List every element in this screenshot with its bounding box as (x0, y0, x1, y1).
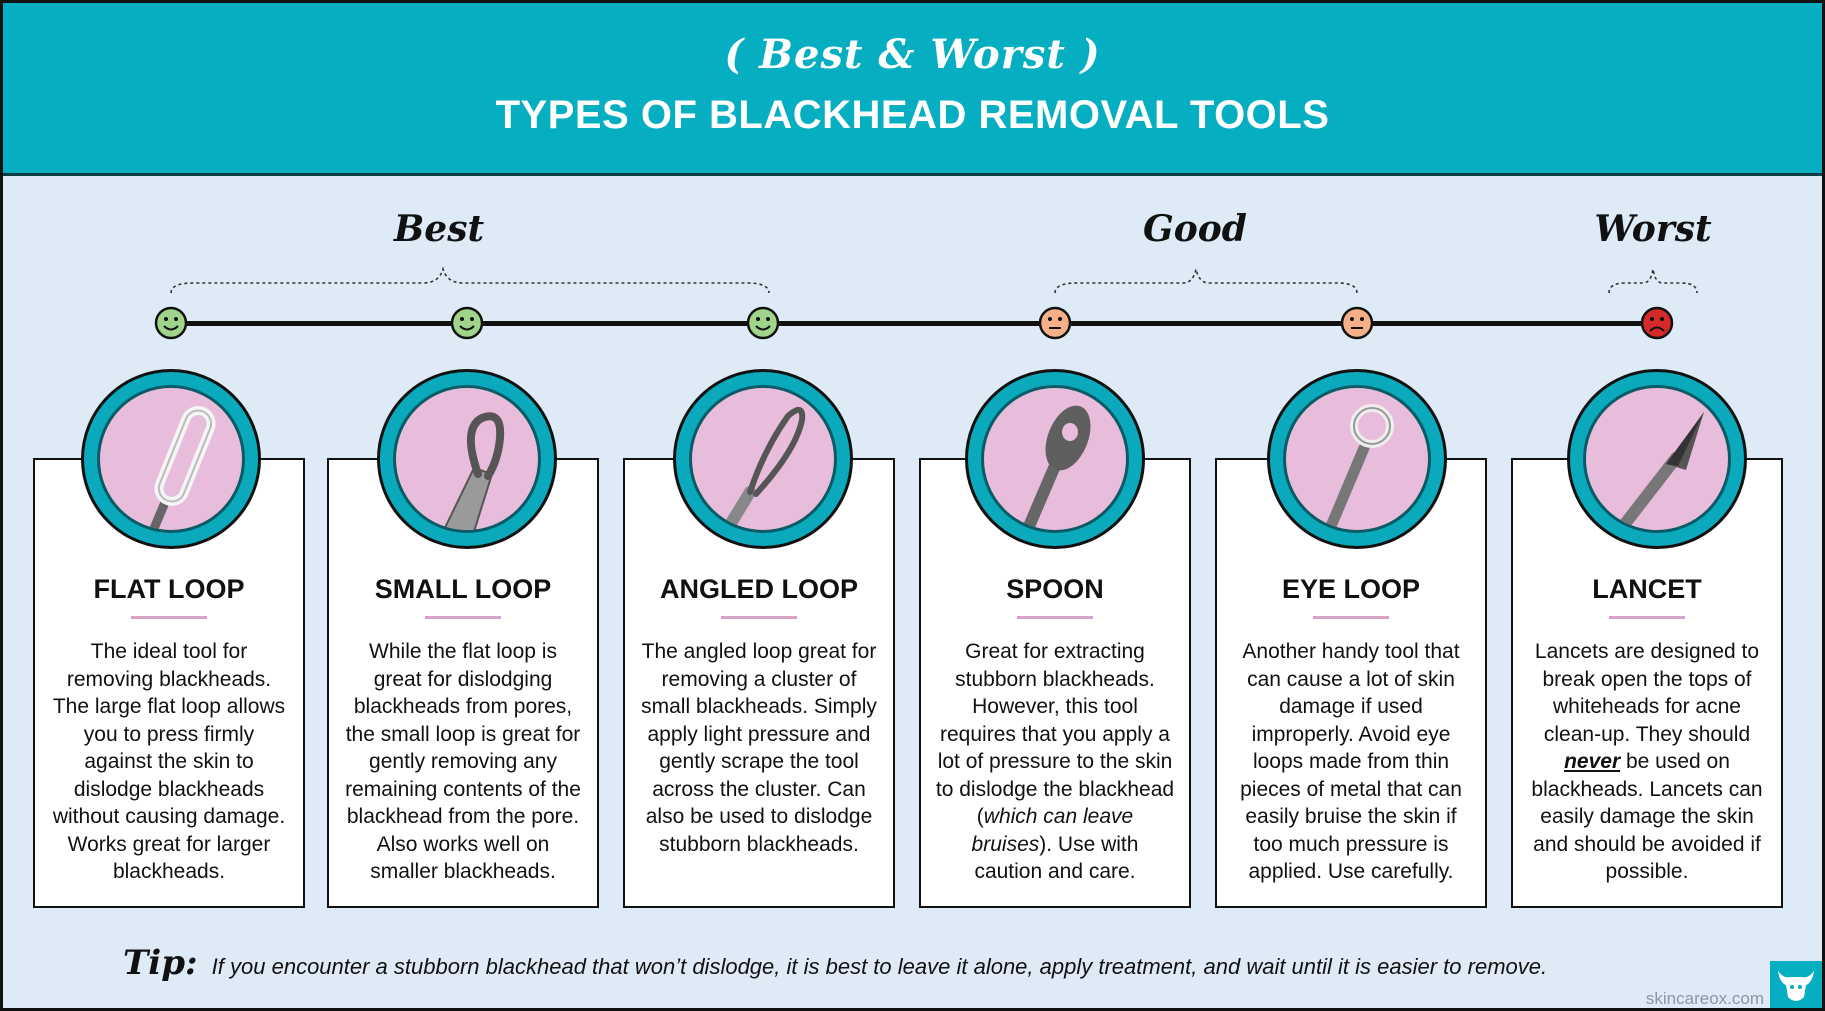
rating-label-best: Best (393, 208, 485, 250)
title-divider (1609, 616, 1685, 619)
tool-image-circle (1567, 369, 1747, 549)
tool-card-small-loop: SMALL LOOP While the flat loop is great … (327, 458, 599, 908)
tip-note: Tip: If you encounter a stubborn blackhe… (123, 943, 1547, 983)
rating-scale-line (171, 321, 1659, 326)
tip-label: Tip: (123, 943, 198, 983)
tool-card-lancet: LANCET Lancets are designed to break ope… (1511, 458, 1783, 908)
brace-good (1054, 268, 1358, 294)
title-divider (425, 616, 501, 619)
tool-description: Lancets are designed to break open the t… (1531, 640, 1763, 883)
tool-image-circle (377, 369, 557, 549)
tool-description: While the flat loop is great for dislodg… (345, 640, 581, 883)
title-divider (131, 616, 207, 619)
tool-title: SPOON (1006, 574, 1104, 604)
tool-description: Another handy tool that can cause a lot … (1240, 640, 1462, 883)
small-loop-tool-icon (442, 412, 505, 530)
header-banner: ( Best & Worst ) TYPES OF BLACKHEAD REMO… (3, 3, 1822, 176)
angled-loop-tool-icon (719, 407, 806, 530)
tool-image-circle (1267, 369, 1447, 549)
sad-face-icon (1640, 306, 1674, 340)
emphasis-text: never (1564, 750, 1621, 773)
header-title: TYPES OF BLACKHEAD REMOVAL TOOLS (495, 93, 1330, 137)
happy-face-icon (450, 306, 484, 340)
tool-title: LANCET (1592, 574, 1702, 604)
emphasis-text: which can leave bruises (971, 805, 1134, 856)
site-credit: skincareox.com (1645, 989, 1764, 1008)
tool-image-circle (965, 369, 1145, 549)
tool-description: The ideal tool for removing blackheads. … (52, 640, 286, 883)
title-divider (1017, 616, 1093, 619)
rating-braces (170, 266, 1698, 294)
tool-description: The angled loop great for removing a clu… (641, 640, 877, 856)
title-divider (721, 616, 797, 619)
happy-face-icon (154, 306, 188, 340)
neutral-face-icon (1340, 306, 1374, 340)
flat-loop-tool-icon (148, 406, 216, 530)
happy-face-icon (746, 306, 780, 340)
tip-text: If you encounter a stubborn blackhead th… (211, 954, 1548, 979)
tool-card-spoon: SPOON Great for extracting stubborn blac… (919, 458, 1191, 908)
tool-title: ANGLED LOOP (659, 574, 858, 604)
neutral-face-icon (1038, 306, 1072, 340)
lancet-tool-icon (1612, 412, 1704, 530)
eye-loop-tool-icon (1323, 404, 1394, 530)
tool-title: SMALL LOOP (374, 574, 552, 604)
brace-best (170, 266, 770, 294)
title-divider (1313, 616, 1389, 619)
spoon-tool-icon (1020, 405, 1091, 530)
rating-label-good: Good (1143, 208, 1247, 250)
tool-image-circle (81, 369, 261, 549)
tool-description: Great for extracting stubborn blackheads… (935, 640, 1175, 883)
bull-logo-icon (1770, 961, 1822, 1008)
header-subtitle: ( Best & Worst ) (724, 31, 1101, 78)
tool-image-circle (673, 369, 853, 549)
rating-label-worst: Worst (1594, 208, 1712, 250)
tool-title: FLAT LOOP (93, 574, 245, 604)
tool-title: EYE LOOP (1281, 574, 1421, 604)
brace-worst (1608, 268, 1698, 294)
